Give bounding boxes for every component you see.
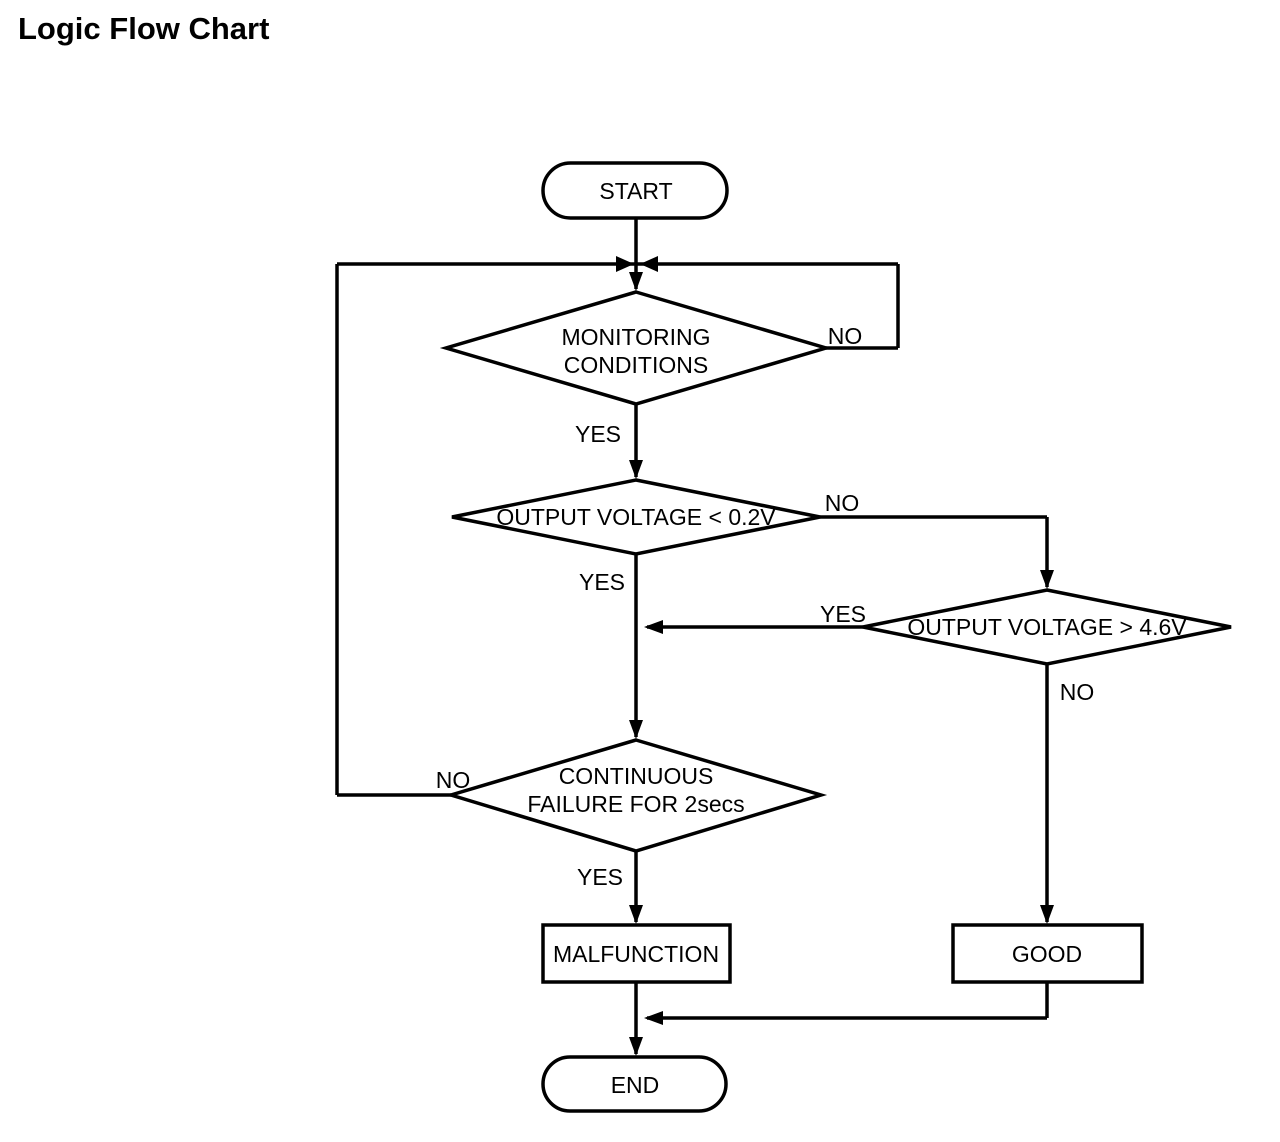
arrowhead-continuous-top <box>629 720 643 739</box>
arrowhead-voltage-high-top <box>1040 570 1054 589</box>
malfunction-process <box>541 923 732 984</box>
good-label: GOOD <box>1012 941 1082 967</box>
arrowhead-good-merge <box>644 1011 663 1025</box>
end-terminal <box>541 1055 728 1113</box>
monitoring-conditions-label-line2: CONDITIONS <box>564 352 708 378</box>
arrowhead-monitoring-top <box>629 272 643 291</box>
arrowhead-voltage-high-yes <box>644 620 663 634</box>
output-voltage-high-label: OUTPUT VOLTAGE > 4.6V <box>907 614 1187 640</box>
arrowhead-voltage-low-top <box>629 460 643 479</box>
voltage-low-yes-label: YES <box>579 569 625 595</box>
continuous-failure-decision <box>444 738 828 853</box>
arrowhead-good-top <box>1040 905 1054 924</box>
shape-group <box>439 161 1232 1113</box>
arrowhead-end-top <box>629 1037 643 1056</box>
voltage-high-yes-label: YES <box>820 601 866 627</box>
output-voltage-low-label: OUTPUT VOLTAGE < 0.2V <box>496 504 776 530</box>
arrowhead-malfunction-top <box>629 905 643 924</box>
output-voltage-low-decision <box>451 478 821 556</box>
start-label: START <box>599 178 672 204</box>
continuous-failure-label-line1: CONTINUOUS <box>559 763 714 789</box>
malfunction-label: MALFUNCTION <box>553 941 719 967</box>
continuous-failure-label-line2: FAILURE FOR 2secs <box>527 791 744 817</box>
monitoring-no-label: NO <box>828 323 863 349</box>
start-terminal <box>541 161 729 220</box>
output-voltage-high-decision <box>862 588 1232 666</box>
page-title: Logic Flow Chart <box>18 11 269 46</box>
arrowhead-junction-right <box>616 256 634 272</box>
voltage-low-no-label: NO <box>825 490 860 516</box>
arrowhead-group <box>616 256 1054 1056</box>
monitoring-yes-label: YES <box>575 421 621 447</box>
arrowhead-junction-left <box>640 256 658 272</box>
continuous-no-label: NO <box>436 767 471 793</box>
label-group: Logic Flow Chart START MONITORING CONDIT… <box>18 11 1187 1098</box>
voltage-high-no-label: NO <box>1060 679 1095 705</box>
monitoring-conditions-decision <box>439 290 833 406</box>
end-label: END <box>611 1072 660 1098</box>
good-process <box>951 923 1144 984</box>
monitoring-conditions-label-line1: MONITORING <box>561 324 710 350</box>
continuous-yes-label: YES <box>577 864 623 890</box>
